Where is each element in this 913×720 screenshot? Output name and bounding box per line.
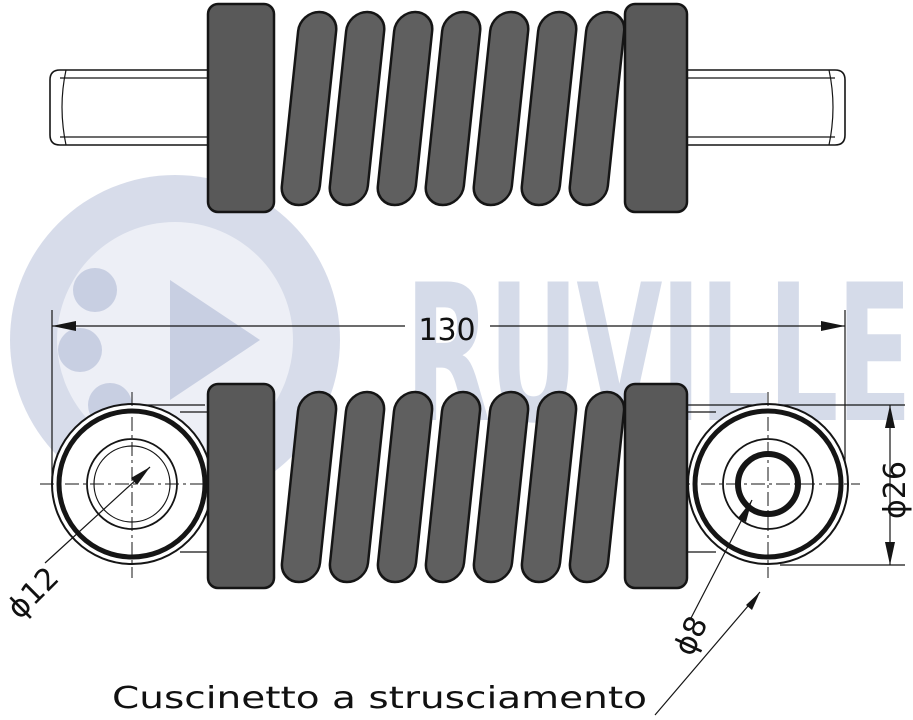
right-eye-bushing bbox=[676, 392, 860, 578]
top-left-rod-end bbox=[49, 69, 210, 146]
spring-coil bbox=[520, 10, 578, 207]
caption-text: Cuscinetto a strusciamento bbox=[112, 681, 647, 716]
spring-coil bbox=[424, 390, 482, 584]
spring-coil bbox=[280, 10, 338, 207]
length-dimension: 130 bbox=[52, 313, 845, 348]
top-right-end-cap bbox=[623, 2, 689, 214]
top-right-rod-end bbox=[685, 69, 846, 146]
spring-coil bbox=[376, 390, 434, 584]
top-view bbox=[49, 2, 846, 214]
spring-coil bbox=[328, 10, 386, 207]
spring-coil bbox=[472, 390, 530, 584]
side-right-end-cap bbox=[623, 382, 689, 590]
spring-coil bbox=[280, 390, 338, 584]
length-dimension-label: 130 bbox=[418, 313, 475, 348]
diameter-symbol: ϕ bbox=[878, 499, 913, 519]
side-left-end-cap bbox=[206, 382, 276, 590]
svg-text:ϕ12: ϕ12 bbox=[0, 560, 66, 626]
spring-coil bbox=[568, 10, 626, 207]
caption-leader bbox=[654, 591, 761, 716]
outer-diameter-label: 26 bbox=[878, 461, 913, 499]
spring-coil bbox=[376, 10, 434, 207]
spring-coil bbox=[568, 390, 626, 584]
top-spring-coils bbox=[280, 10, 626, 207]
outer-diameter-dimension: ϕ26 bbox=[878, 405, 913, 565]
spring-coil bbox=[472, 10, 530, 207]
spring-coil bbox=[424, 10, 482, 207]
side-spring-coils bbox=[280, 390, 626, 584]
spring-coil bbox=[328, 390, 386, 584]
side-view bbox=[40, 310, 905, 590]
top-left-end-cap bbox=[206, 2, 276, 214]
spring-coil bbox=[520, 390, 578, 584]
svg-text:ϕ26: ϕ26 bbox=[878, 461, 913, 519]
